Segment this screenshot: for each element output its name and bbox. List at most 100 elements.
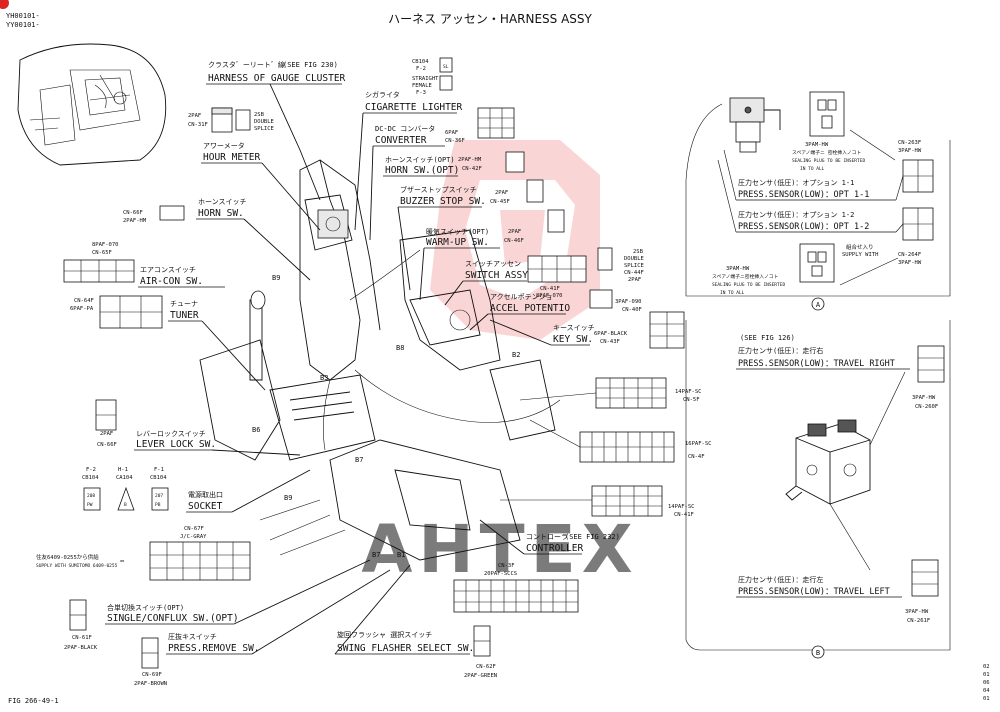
connector-cn5f: 14PAF-SC CN-5F bbox=[519, 377, 702, 409]
svg-text:IN TO ALL: IN TO ALL bbox=[800, 166, 825, 172]
connector-cn46f: 2PAF CN-46F bbox=[504, 209, 565, 244]
connector-2sb-splice: 2SB DOUBLE SPLICE bbox=[235, 109, 274, 132]
svg-text:CN-31F: CN-31F bbox=[188, 122, 208, 128]
connector-cn42f: 2PAF-HM CN-42F bbox=[458, 151, 525, 173]
svg-text:2PAF-BLACK: 2PAF-BLACK bbox=[64, 645, 98, 651]
svg-text:2PAF-GREEN: 2PAF-GREEN bbox=[464, 673, 497, 679]
cab-interior-illustration bbox=[199, 159, 561, 561]
svg-text:PRESS.SENSOR(LOW)：OPT 1-1: PRESS.SENSOR(LOW)：OPT 1-1 bbox=[738, 190, 869, 200]
svg-text:01: 01 bbox=[983, 672, 990, 678]
svg-text:SOCKET: SOCKET bbox=[188, 501, 223, 512]
svg-text:AIR-CON SW.: AIR-CON SW. bbox=[140, 276, 203, 287]
svg-text:DOUBLE: DOUBLE bbox=[624, 256, 644, 262]
label-single-conflux: 合単切換スイッチ(OPT) SINGLE/CONFLUX SW.(OPT) bbox=[105, 559, 371, 625]
label-gauge-cluster: クラスタ゛ーリート゛線 (SEE FIG 230) HARNESS OF GAU… bbox=[206, 60, 346, 201]
connector-straight-female: STRAIGHT FEMALE F-3 bbox=[412, 75, 453, 96]
svg-text:J/C-GRAY: J/C-GRAY bbox=[180, 534, 207, 540]
svg-text:CN-5F: CN-5F bbox=[683, 397, 700, 403]
svg-text:CN-67F: CN-67F bbox=[184, 526, 204, 532]
svg-text:F-1: F-1 bbox=[154, 467, 164, 473]
svg-text:HORN SW.(OPT): HORN SW.(OPT) bbox=[385, 165, 459, 176]
wire-label-b1: B1 bbox=[397, 551, 405, 559]
svg-text:6PAF-BLACK: 6PAF-BLACK bbox=[594, 331, 628, 337]
wire-label-b6: B6 bbox=[252, 426, 260, 434]
label-key-sw: キースイッチ KEY SW. bbox=[489, 319, 595, 346]
svg-text:クラスタ゛ーリート゛線: クラスタ゛ーリート゛線 bbox=[208, 60, 285, 69]
svg-text:2PAF: 2PAF bbox=[495, 190, 508, 196]
label-horn-sw-opt: ホーンスイッチ(OPT) HORN SW.(OPT) bbox=[383, 156, 459, 177]
svg-text:2SB: 2SB bbox=[633, 249, 644, 255]
model-code-1: YH00101- bbox=[6, 12, 40, 20]
svg-text:SL: SL bbox=[443, 64, 449, 70]
svg-text:シガライタ: シガライタ bbox=[365, 90, 400, 99]
connector-cb104: CB104 F-2 SL bbox=[412, 57, 453, 73]
detail-a-pressure-sensors: 3PAM-HW スペアノ端子ニ 密栓挿入ノコト SEALING PLUG TO … bbox=[685, 91, 951, 311]
svg-text:3PAF-HW: 3PAF-HW bbox=[912, 395, 936, 401]
svg-text:IN TO ALL: IN TO ALL bbox=[720, 290, 745, 296]
svg-text:SEALING PLUG TO BE INSERTED: SEALING PLUG TO BE INSERTED bbox=[712, 282, 785, 288]
label-controller: コントローラ (SEE FIG 232) CONTROLLER bbox=[479, 519, 620, 555]
label-air-con: エアコンスイッチ AIR-CON SW. bbox=[138, 266, 225, 288]
connector-cn62f: CN-62F 2PAF-GREEN bbox=[464, 625, 497, 679]
svg-text:SUPPLY WITH SUMITOMO 6409-0255: SUPPLY WITH SUMITOMO 6409-0255 bbox=[36, 563, 118, 569]
svg-text:F-3: F-3 bbox=[416, 90, 426, 96]
svg-text:HORN SW.: HORN SW. bbox=[198, 208, 244, 219]
svg-text:ACCEL POTENTIO: ACCEL POTENTIO bbox=[490, 303, 570, 314]
label-warm-up: 暖気スイッチ(OPT) WARM-UP SW. bbox=[419, 227, 500, 301]
svg-text:CN-64F: CN-64F bbox=[74, 298, 94, 304]
connector-cn40f: 3PAF-090 CN-40F bbox=[589, 289, 642, 313]
connector-cn36f: 6PAF CN-36F bbox=[445, 107, 515, 144]
svg-text:DOUBLE: DOUBLE bbox=[254, 119, 274, 125]
svg-text:2PAF: 2PAF bbox=[100, 431, 113, 437]
svg-text:14PAF-SC: 14PAF-SC bbox=[675, 389, 702, 395]
svg-text:3PAF-HW: 3PAF-HW bbox=[898, 260, 922, 266]
svg-text:3PAM-HW: 3PAM-HW bbox=[726, 266, 750, 272]
svg-text:CN-4F: CN-4F bbox=[688, 454, 705, 460]
connector-cn3f: CN-3F 20PAF-SCCS bbox=[453, 563, 579, 613]
svg-text:(SEE FIG 126): (SEE FIG 126) bbox=[740, 334, 795, 342]
svg-text:暖気スイッチ(OPT): 暖気スイッチ(OPT) bbox=[426, 227, 489, 236]
svg-text:2PAF-BROWN: 2PAF-BROWN bbox=[134, 681, 167, 687]
wire-label-b8: B8 bbox=[396, 344, 404, 352]
svg-text:CN-66F: CN-66F bbox=[123, 210, 143, 216]
wire-label-b3: B3 bbox=[320, 374, 328, 382]
connector-f2: F-2 CB104 208 PW bbox=[82, 467, 101, 511]
svg-text:06: 06 bbox=[983, 680, 990, 686]
connector-cn67f: CN-67F J/C-GRAY ⇔ 住友6409-0255から供給 SUPPLY… bbox=[36, 526, 251, 581]
svg-text:電源取出口: 電源取出口 bbox=[188, 490, 223, 499]
svg-text:CONTROLLER: CONTROLLER bbox=[526, 543, 583, 554]
wire-label-b7-bottom: B7 bbox=[372, 551, 380, 559]
connector-cn61f: CN-61F 2PAF-BLACK bbox=[64, 599, 98, 651]
svg-text:エアコンスイッチ: エアコンスイッチ bbox=[140, 266, 196, 274]
label-press-remove: 圧抜キスイッチ PRESS.REMOVE SW. bbox=[166, 569, 391, 655]
svg-text:(SEE FIG 232): (SEE FIG 232) bbox=[565, 533, 620, 541]
svg-text:ホーンスイッチ: ホーンスイッチ bbox=[198, 198, 247, 206]
svg-text:208: 208 bbox=[87, 493, 95, 499]
wire-label-b2: B2 bbox=[512, 351, 520, 359]
svg-text:04: 04 bbox=[983, 688, 990, 694]
svg-text:FEMALE: FEMALE bbox=[412, 83, 432, 89]
svg-text:CN-42F: CN-42F bbox=[462, 166, 482, 172]
svg-text:SWITCH ASSY: SWITCH ASSY bbox=[465, 270, 528, 281]
svg-text:2PAF: 2PAF bbox=[188, 113, 201, 119]
svg-text:CN-61F: CN-61F bbox=[72, 635, 92, 641]
svg-text:CN-65F: CN-65F bbox=[92, 250, 112, 256]
wire-label-b7-top: B7 bbox=[355, 456, 363, 464]
svg-text:SINGLE/CONFLUX SW.(OPT): SINGLE/CONFLUX SW.(OPT) bbox=[107, 613, 239, 624]
svg-text:ブザーストップスイッチ: ブザーストップスイッチ bbox=[400, 185, 477, 194]
svg-text:16PAF-SC: 16PAF-SC bbox=[685, 441, 712, 447]
svg-text:6PAF-PA: 6PAF-PA bbox=[70, 306, 94, 312]
label-lever-lock: レバーロックスイッチ LEVER LOCK SW. bbox=[134, 430, 301, 456]
svg-text:PRESS.SENSOR(LOW)：TRAVEL LEFT: PRESS.SENSOR(LOW)：TRAVEL LEFT bbox=[738, 587, 890, 597]
svg-text:SWING FLASHER SELECT SW.: SWING FLASHER SELECT SW. bbox=[337, 643, 474, 654]
svg-text:PRESS.SENSOR(LOW)：OPT 1-2: PRESS.SENSOR(LOW)：OPT 1-2 bbox=[738, 222, 869, 232]
svg-text:PRESS.REMOVE SW.: PRESS.REMOVE SW. bbox=[168, 643, 260, 654]
svg-text:アワーメータ: アワーメータ bbox=[203, 141, 245, 150]
model-code-2: YY00101- bbox=[6, 21, 40, 29]
svg-text:レバーロックスイッチ: レバーロックスイッチ bbox=[136, 430, 206, 438]
svg-text:CN-43F: CN-43F bbox=[600, 339, 620, 345]
connector-2sb-splice-b: 2SB DOUBLE SPLICE CN-44F 2PAF bbox=[597, 247, 644, 283]
connector-cn64f: CN-64F 6PAF-PA bbox=[70, 295, 163, 329]
svg-text:アクセルポテンショ: アクセルポテンショ bbox=[490, 293, 553, 301]
